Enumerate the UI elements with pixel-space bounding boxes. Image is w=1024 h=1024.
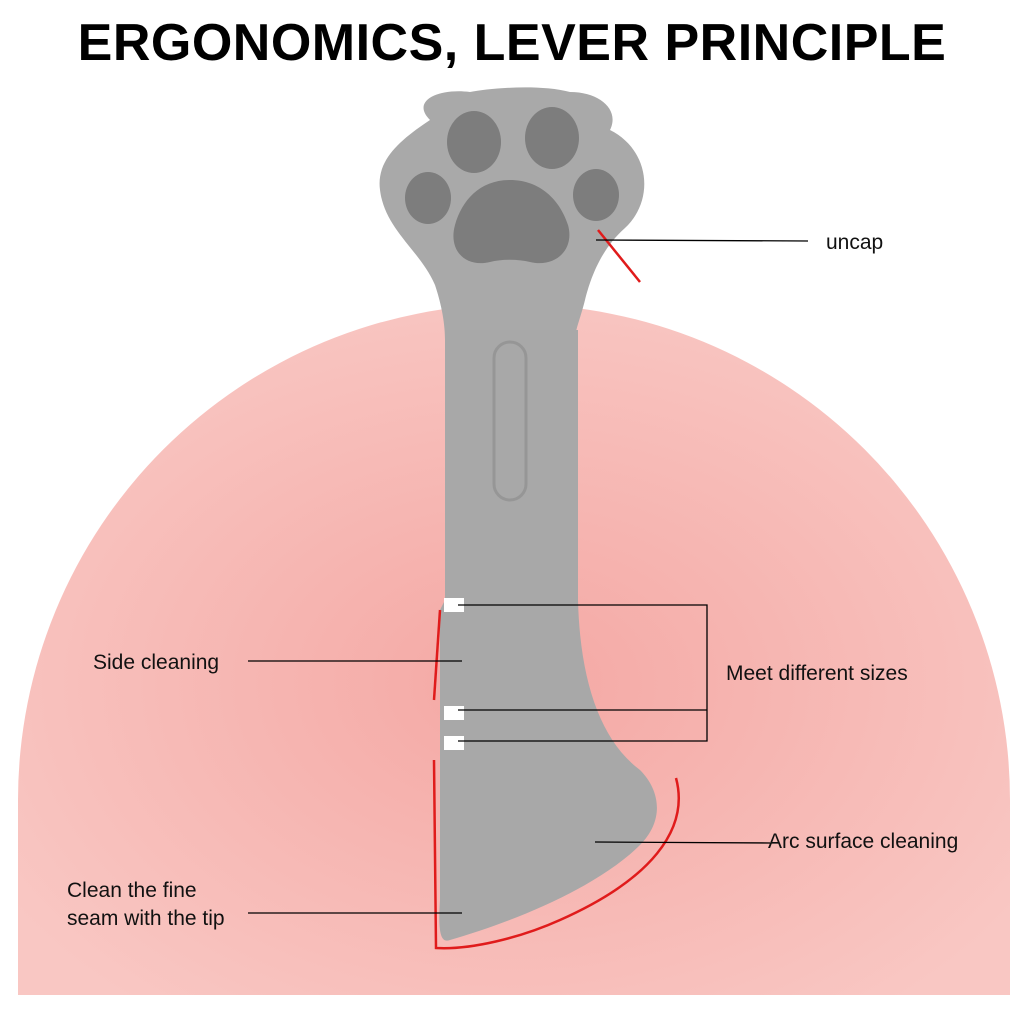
label-arc-cleaning: Arc surface cleaning	[768, 830, 959, 853]
side-accent-line	[432, 609, 442, 701]
arc-accent-line	[432, 759, 680, 950]
label-tip-line1: Clean the fine	[67, 879, 197, 902]
paw-spoon-icon	[379, 87, 657, 941]
page-title: ERGONOMICS, LEVER PRINCIPLE	[77, 14, 947, 72]
label-side-cleaning: Side cleaning	[93, 651, 220, 674]
label-tip-line2: seam with the tip	[67, 907, 225, 930]
leader-lines	[248, 239, 809, 914]
uncap-accent-line	[597, 229, 641, 283]
label-meet-sizes: Meet different sizes	[726, 662, 908, 685]
label-uncap: uncap	[826, 231, 884, 254]
label-tip-cleaning: Clean the fine seam with the tip	[67, 877, 225, 933]
